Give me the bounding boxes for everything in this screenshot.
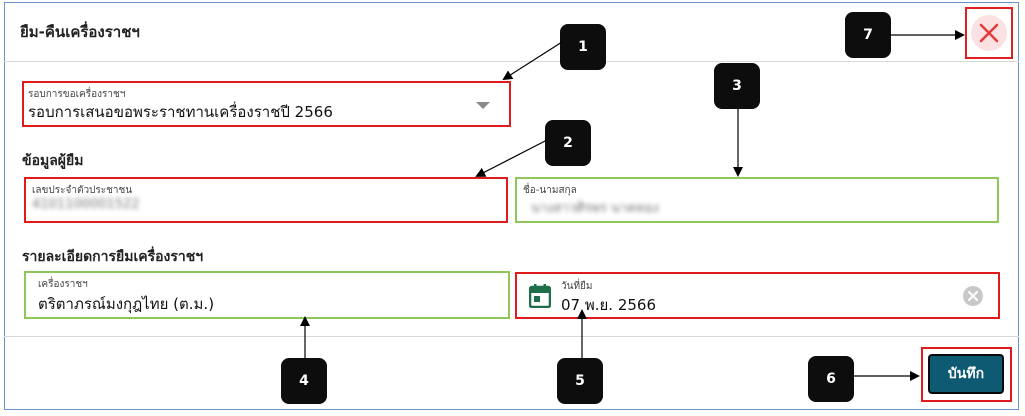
borrower-section-title: ข้อมูลผู้ยืม [22,153,84,169]
decoration-field[interactable]: เครื่องราชฯ ตริตาภรณ์มงกุฎไทย (ต.ม.) [24,271,510,319]
full-name-field[interactable]: ชื่อ-นามสกุล นางสาวศิรพร นาคทอง [515,177,999,223]
full-name-label: ชื่อ-นามสกุล [523,185,577,196]
close-icon[interactable] [971,15,1007,51]
arrow-2 [475,139,548,177]
callout-badge-2: 2 [545,120,591,166]
round-select-value: รอบการเสนอขอพระราชทานเครื่องราชปี 2566 [28,103,333,121]
citizen-id-label: เลขประจำตัวประชาชน [32,185,133,196]
save-button[interactable]: บันทึก [928,354,1004,394]
details-section-title: รายละเอียดการยืมเครื่องราชฯ [22,249,204,265]
dialog-header: ยืม-คืนเครื่องราชฯ [4,2,1019,62]
dialog-frame [4,2,1019,410]
citizen-id-field[interactable]: เลขประจำตัวประชาชน 4101100001522 [24,177,508,223]
clear-circle-icon[interactable] [962,285,984,307]
save-button-highlight: บันทึก [921,347,1012,402]
borrow-date-label: วันที่ยืม [561,281,593,292]
full-name-value: นางสาวศิรพร นาคทอง [531,201,659,216]
callout-badge-4: 4 [281,358,327,404]
callout-badge-1: 1 [560,24,606,70]
round-select[interactable]: รอบการขอเครื่องราชฯ รอบการเสนอขอพระราชทา… [22,81,511,127]
close-button[interactable] [965,7,1013,59]
calendar-icon[interactable] [529,284,551,308]
callout-badge-5: 5 [557,358,603,404]
footer-divider [4,336,1019,337]
decoration-label: เครื่องราชฯ [38,279,88,290]
arrow-1 [502,41,563,81]
caret-down-icon[interactable] [476,100,490,110]
decoration-value: ตริตาภรณ์มงกุฎไทย (ต.ม.) [38,295,215,313]
callout-badge-6: 6 [808,356,854,402]
callout-badge-7: 7 [845,12,891,58]
round-select-label: รอบการขอเครื่องราชฯ [28,89,126,100]
citizen-id-value: 4101100001522 [32,197,140,212]
dialog-title: ยืม-คืนเครื่องราชฯ [20,23,140,41]
callout-badge-3: 3 [714,63,760,109]
